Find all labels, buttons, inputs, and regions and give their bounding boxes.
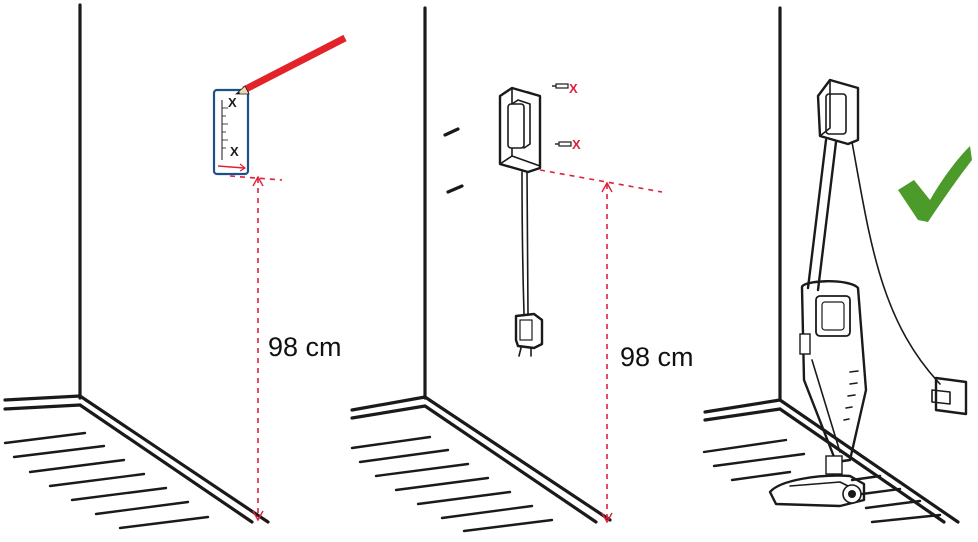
wall-corner xyxy=(703,6,960,524)
screw-mark-top: X xyxy=(569,81,578,96)
charger-plug-icon xyxy=(514,312,544,357)
floor-hatching xyxy=(3,431,210,530)
template-mark-bottom: X xyxy=(230,144,239,159)
panel-mark-holes: X X 98 cm xyxy=(3,3,347,530)
height-label: 98 cm xyxy=(620,342,694,372)
mounting-template-icon xyxy=(212,88,250,176)
screw-icon xyxy=(552,83,572,147)
wall-corner xyxy=(3,3,270,524)
panel-result xyxy=(702,6,972,524)
height-label: 98 cm xyxy=(268,332,342,362)
stick-vacuum-icon xyxy=(768,78,868,508)
wall-corner xyxy=(350,6,612,524)
wall-socket-icon xyxy=(931,376,968,416)
screw-mark-bottom: X xyxy=(572,137,581,152)
panel-drill-and-mount: X X 98 cm xyxy=(350,6,694,533)
floor-hatching xyxy=(702,438,942,524)
floor-hatching xyxy=(350,435,554,533)
height-measurement-line xyxy=(229,175,283,522)
wall-bracket-icon xyxy=(498,86,542,174)
height-measurement-line xyxy=(539,169,663,524)
template-mark-top: X xyxy=(228,95,237,110)
pencil-icon xyxy=(234,34,347,95)
checkmark-icon xyxy=(898,146,972,222)
